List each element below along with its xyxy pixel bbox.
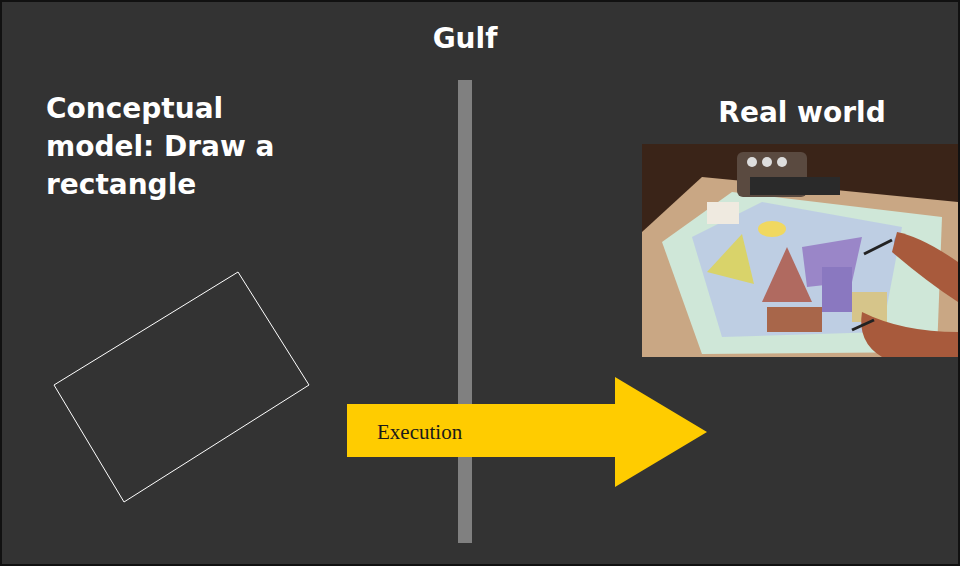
arrow-fill xyxy=(347,377,707,487)
conceptual-rectangle xyxy=(54,272,309,502)
arrow-label: Execution xyxy=(347,377,707,445)
execution-arrow: Execution xyxy=(347,377,707,487)
conceptual-model-label: Conceptual model: Draw a rectangle xyxy=(46,90,306,204)
gulf-bar xyxy=(458,80,472,543)
real-world-label: Real world xyxy=(718,94,885,132)
real-world-photo xyxy=(642,144,958,357)
gulf-title: Gulf xyxy=(433,22,498,55)
